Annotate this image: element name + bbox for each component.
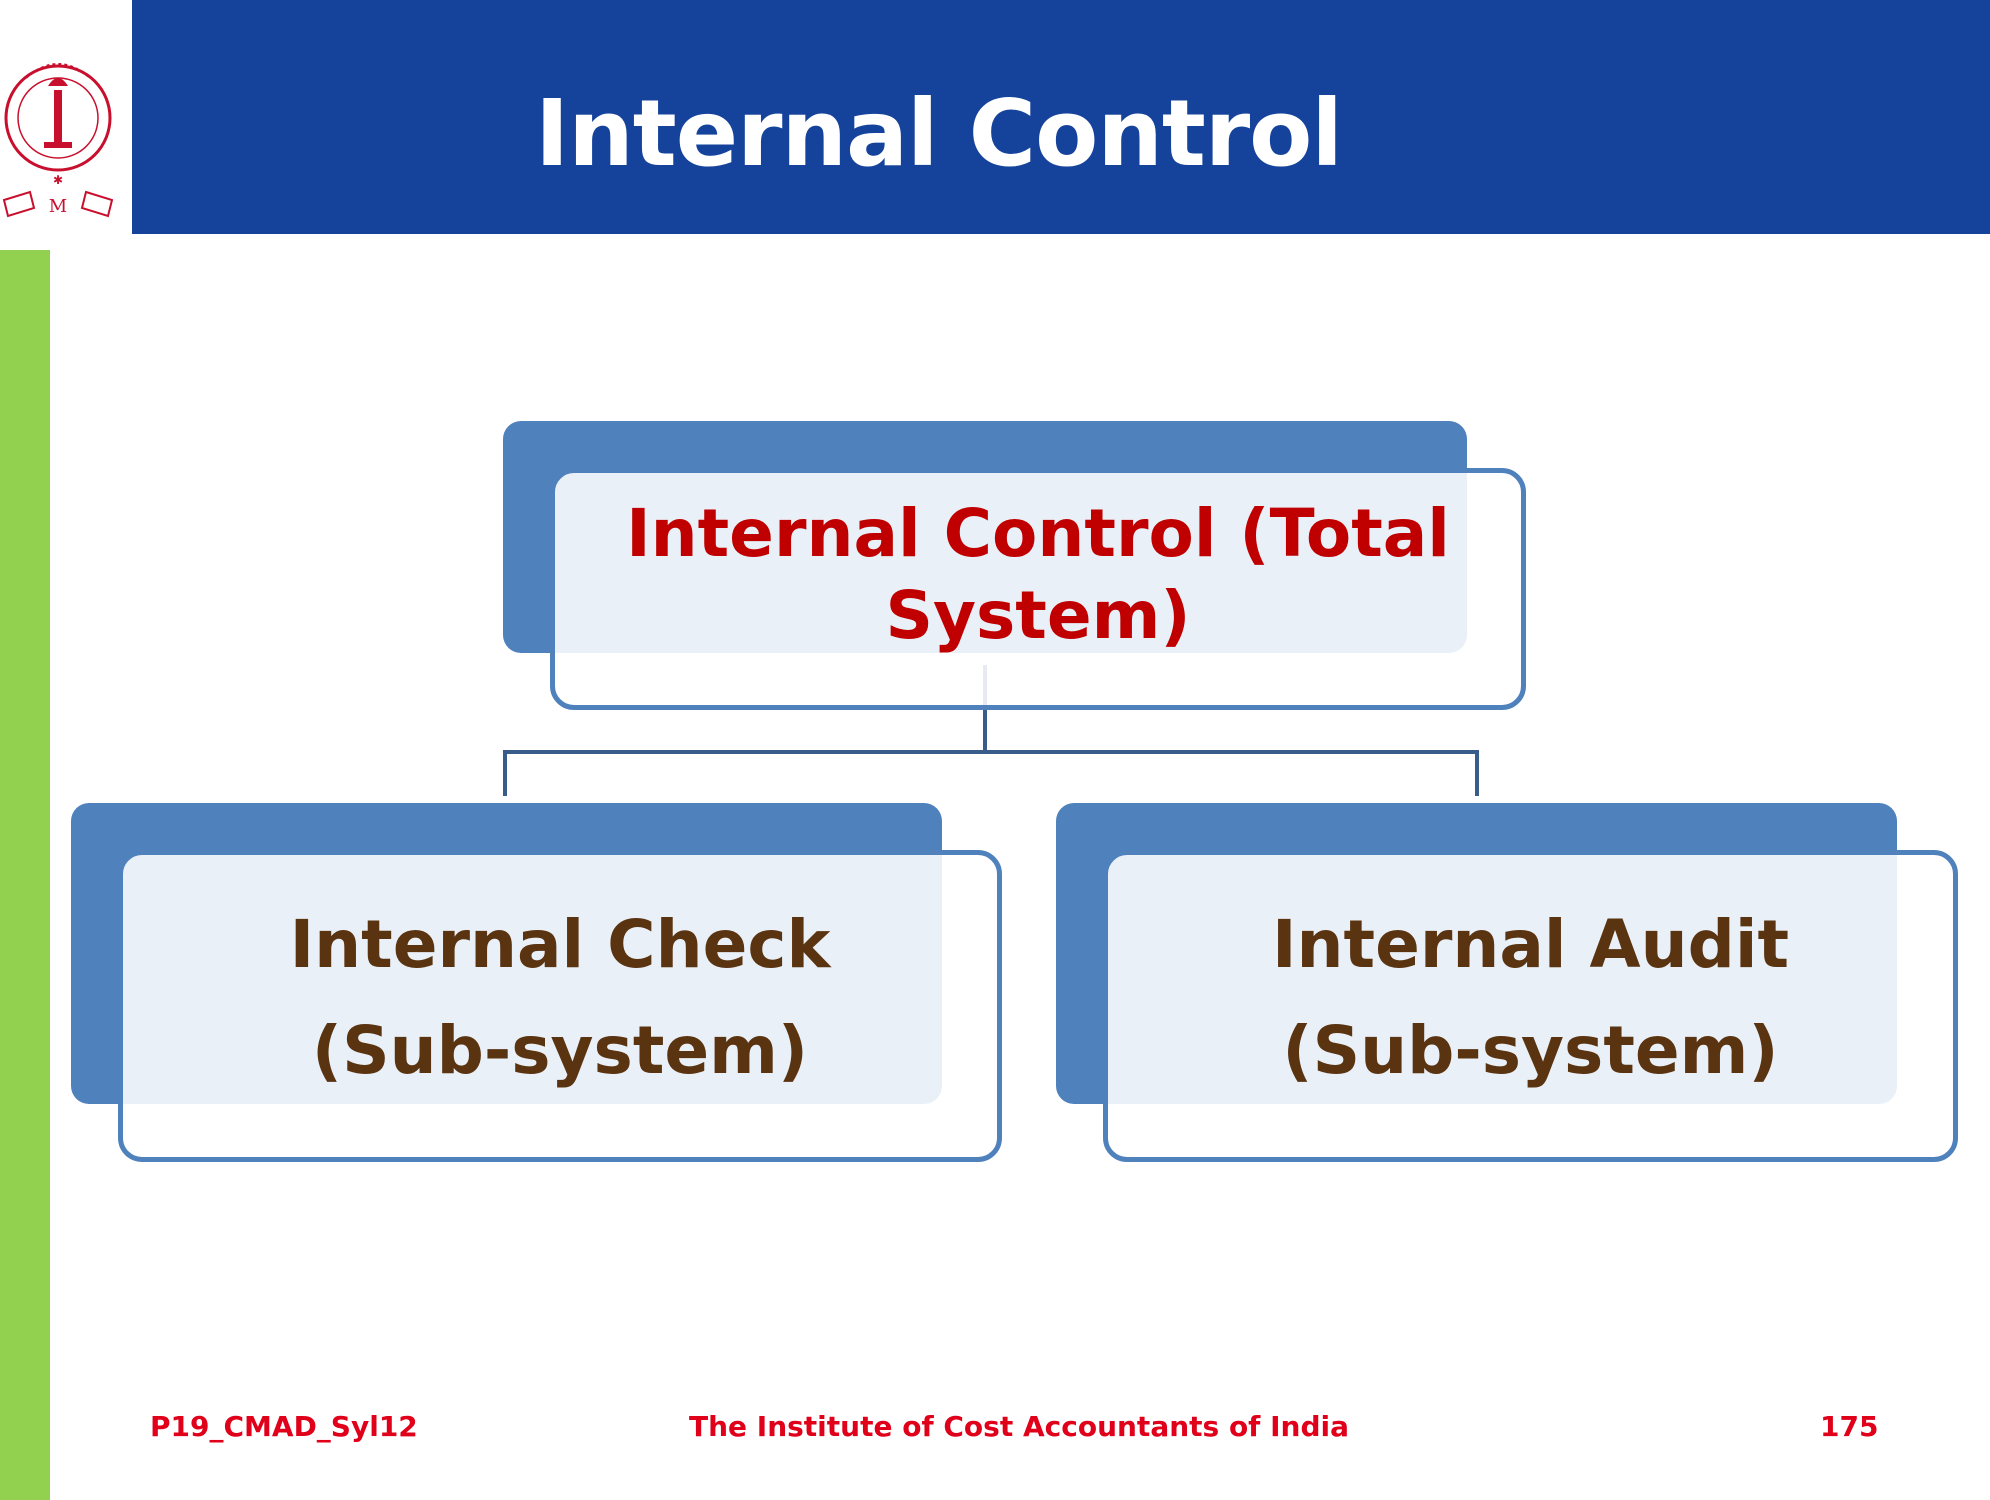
side-accent-bar (0, 250, 50, 1500)
footer-course-code: P19_CMAD_Syl12 (150, 1410, 418, 1443)
svg-text:M: M (49, 196, 67, 217)
internal-check-label-line-1: Internal Check (289, 906, 831, 984)
internal-audit-label-line-2: (Sub-system) (1282, 1012, 1779, 1089)
child-node-internal-check: Internal Check (Sub-system) (118, 850, 1002, 1162)
header-bar (132, 0, 1990, 234)
child-node-internal-audit: Internal Audit (Sub-system) (1103, 850, 1958, 1162)
root-node-label-line-1: Internal Control (Total (626, 494, 1450, 572)
slide-title: Internal Control (535, 80, 1343, 187)
institute-logo: M ✱ (2, 63, 114, 218)
internal-check-label-line-2: (Sub-system) (311, 1012, 809, 1089)
root-node-label-line-2: System) (885, 577, 1191, 654)
footer-institute-name: The Institute of Cost Accountants of Ind… (689, 1410, 1349, 1443)
footer-page-number: 175 (1820, 1410, 1879, 1443)
internal-audit-label-line-1: Internal Audit (1271, 906, 1789, 984)
svg-text:✱: ✱ (53, 173, 63, 187)
root-node-internal-control: Internal Control (Total System) (550, 468, 1526, 710)
